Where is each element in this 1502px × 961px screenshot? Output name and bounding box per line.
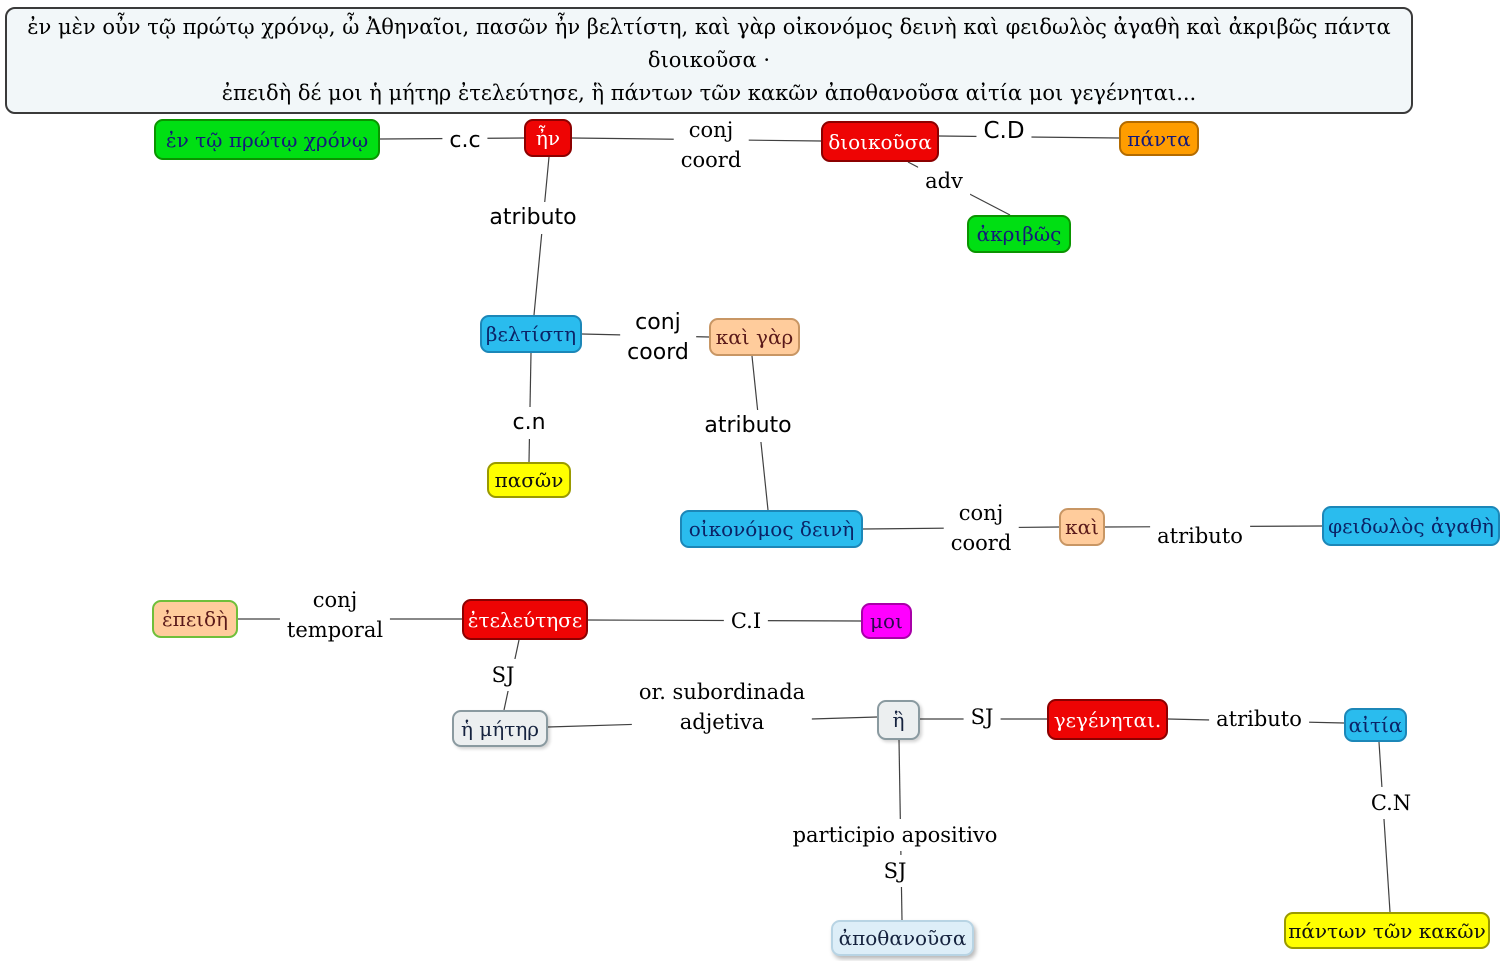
edge-label-atributo-kaigar: atributo (697, 410, 799, 442)
edge-label-conj-coord-mid: conj coord (620, 307, 696, 369)
edge-line (533, 156, 550, 316)
node-kai[interactable]: καὶ (1059, 508, 1105, 546)
node-pason[interactable]: πασῶν (487, 462, 571, 498)
edge-label-atributo-kai: atributo (1150, 520, 1250, 552)
edge-label-cn: c.n (505, 407, 553, 439)
node-panton-ton-kakon[interactable]: πάντων τῶν κακῶν (1284, 912, 1490, 949)
node-en-toi-protoi-chronoi[interactable]: ἐν τῷ πρώτῳ χρόνῳ (154, 119, 380, 160)
node-beltiste[interactable]: βελτίστη (480, 315, 582, 353)
node-kai-gar[interactable]: καὶ γὰρ (709, 318, 800, 356)
edge-label-adv: adv (918, 165, 970, 197)
edge-label-or-subordinada: or. subordinada adjetiva (631, 676, 813, 738)
edge-label-sj-apothanousa: SJ (876, 855, 914, 887)
node-moi[interactable]: μοι (861, 603, 912, 639)
node-epeide[interactable]: ἐπειδὴ (152, 600, 238, 638)
node-he[interactable]: ἣ (877, 700, 920, 740)
edge-label-cd: C.D (976, 115, 1032, 147)
node-he-meter[interactable]: ἡ μήτηρ (452, 710, 548, 747)
node-apothanousa[interactable]: ἀποθανοῦσα (831, 920, 974, 956)
edge-label-conj-coord-top: conj coord (673, 114, 749, 176)
node-pheidolos-agathe[interactable]: φειδωλὸς ἀγαθὴ (1322, 506, 1500, 546)
node-oikonomos-deine[interactable]: οἰκονόμος δεινὴ (680, 510, 863, 548)
node-gegenetai[interactable]: γεγένηται. (1047, 699, 1168, 740)
edge-label-sj-eteleutese: SJ (484, 659, 522, 691)
edge-label-atributo-gegenetai: atributo (1209, 703, 1309, 735)
edge-label-participio-apositivo: participio apositivo (785, 819, 1005, 851)
edge-label-cn2: C.N (1363, 787, 1419, 819)
sentence-box: ἐν μὲν οὖν τῷ πρώτῳ χρόνῳ, ὦ Ἀθηναῖοι, π… (5, 7, 1413, 114)
edge-label-cc: c.c (442, 125, 488, 157)
edge-label-sj-he: SJ (963, 701, 1001, 733)
edge-label-atributo-hn: atributo (482, 202, 584, 234)
node-aitia[interactable]: αἰτία (1344, 708, 1407, 742)
node-akribos[interactable]: ἀκριβῶς (967, 215, 1071, 253)
node-panta[interactable]: πάντα (1119, 121, 1199, 156)
node-dioikousa[interactable]: διοικοῦσα (821, 121, 939, 162)
edge-label-ci: C.I (723, 605, 769, 637)
node-eteleutese[interactable]: ἐτελεύτησε (462, 599, 588, 640)
edge-label-conj-coord-low: conj coord (943, 497, 1019, 559)
edge-label-conj-temporal: conj temporal (279, 584, 391, 646)
node-en[interactable]: ἦν (524, 119, 572, 157)
edge-line (1378, 741, 1391, 913)
